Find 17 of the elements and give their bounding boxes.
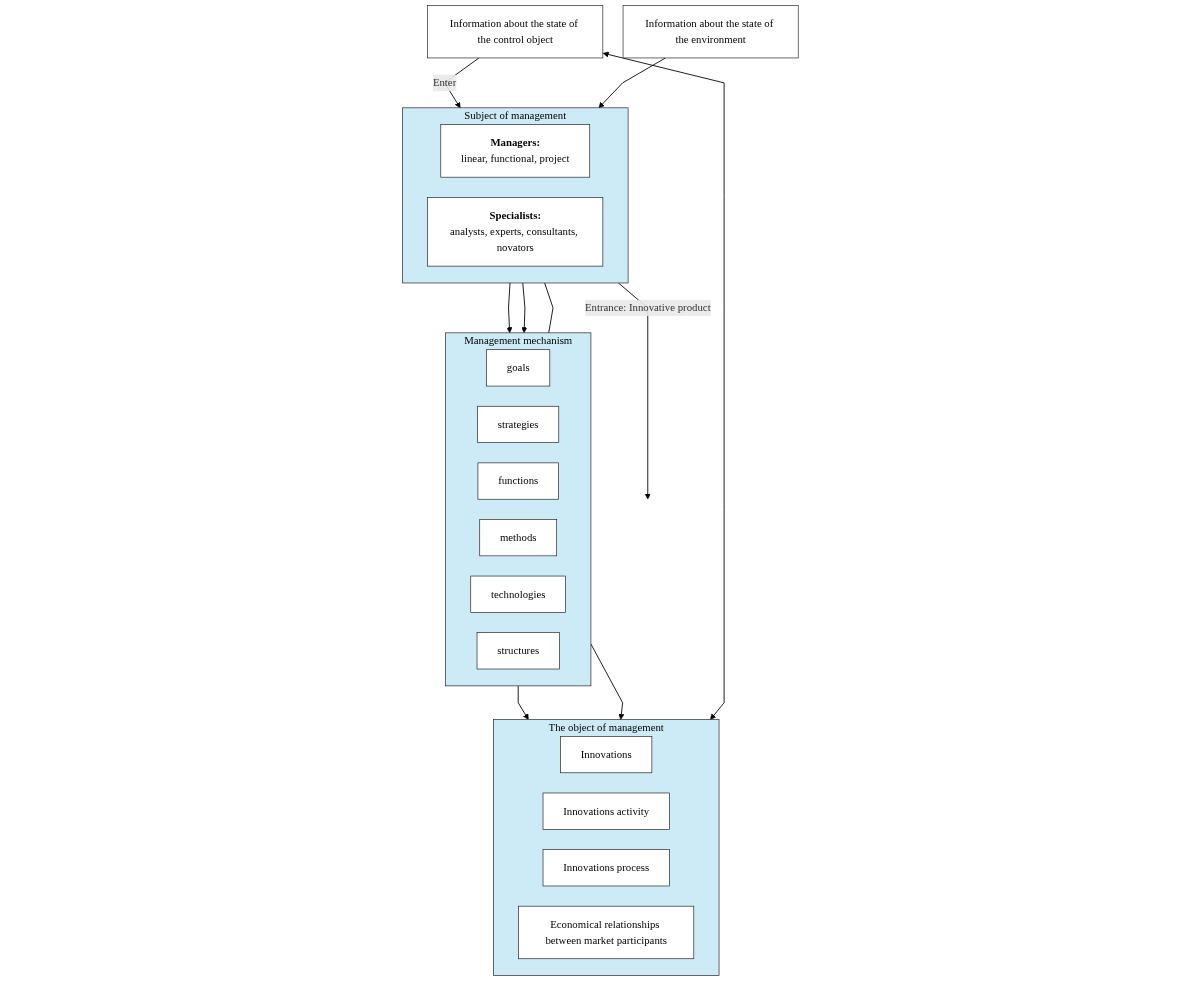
node-box: Managers: linear, functional, project: [440, 124, 590, 178]
node-box: strategies: [477, 405, 559, 443]
node-box: goals: [485, 349, 550, 387]
node-box: Information about the state of the control object: [427, 5, 603, 59]
node-box: functions: [477, 462, 559, 500]
connector: [543, 282, 554, 334]
edge-label: Entrance: Innovative product: [584, 301, 711, 314]
node-box: Economical relationships between market participants: [517, 905, 694, 960]
edge-label: Enter: [432, 76, 456, 89]
node-box: Innovations activity: [542, 792, 670, 830]
node-box: Innovations process: [542, 849, 670, 887]
node-box: methods: [479, 519, 557, 557]
node-box: technologies: [470, 575, 566, 613]
node-box: Specialists: analysts, experts, consultants, novators: [427, 197, 603, 267]
node-box: Innovations: [559, 736, 652, 774]
node-box: Information about the state of the environment: [622, 5, 799, 59]
node-box: structures: [476, 632, 560, 670]
